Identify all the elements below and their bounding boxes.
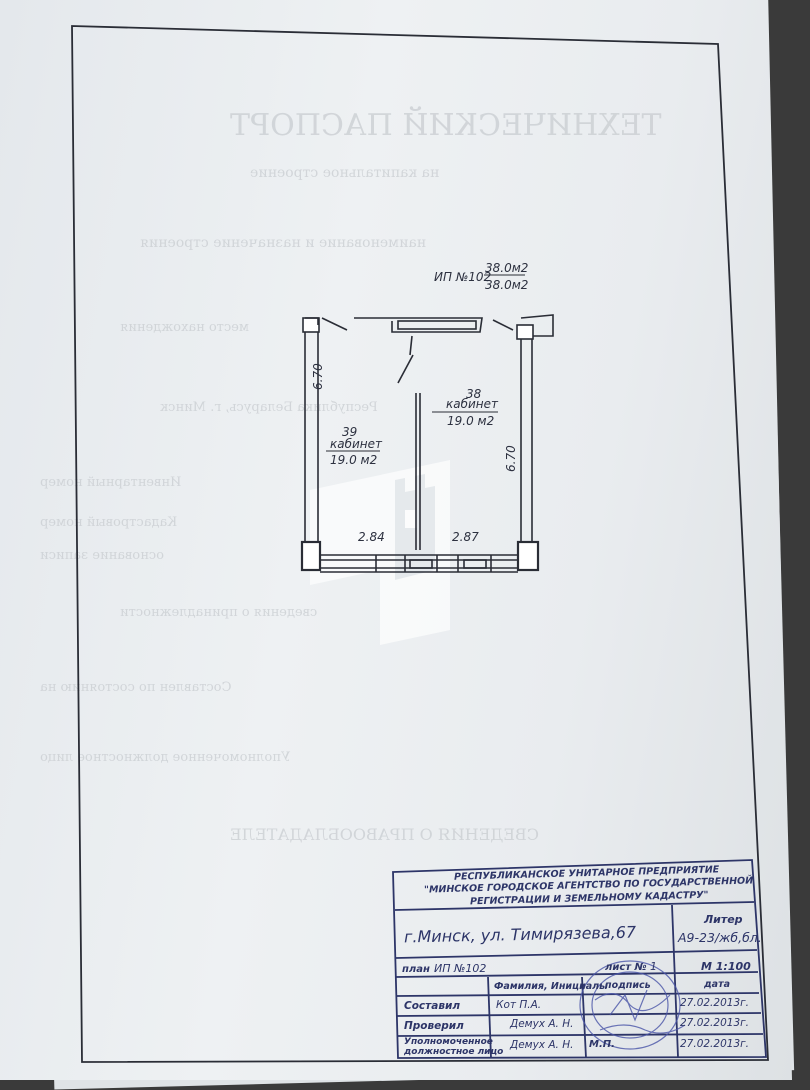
col-date-header: дата bbox=[704, 979, 730, 990]
room-38-name: кабинет bbox=[446, 397, 499, 411]
dim-bottom-left: 2.84 bbox=[358, 530, 385, 544]
sheet-frame bbox=[71, 25, 769, 1063]
row3-role-line1: Уполномоченное bbox=[404, 1037, 493, 1047]
dim-left: 6.70 bbox=[311, 363, 325, 390]
area-bottom: 38.0м2 bbox=[485, 278, 529, 292]
area-top: 38.0м2 bbox=[485, 261, 529, 275]
row2-role: Проверил bbox=[404, 1020, 464, 1032]
ip-label: ИП №102 bbox=[434, 270, 492, 284]
sheet-label: лист № bbox=[605, 962, 647, 973]
room-39-number: 39 bbox=[342, 425, 358, 439]
stamp bbox=[579, 960, 686, 1050]
liter-label: Литер bbox=[704, 913, 743, 926]
row3-role-line2: должностное лицо bbox=[404, 1047, 504, 1057]
room-39-area: 19.0 м2 bbox=[330, 453, 378, 467]
dim-bottom-right: 2.87 bbox=[452, 530, 479, 544]
row3-name: Демух А. Н. bbox=[510, 1039, 574, 1051]
row1-role: Составил bbox=[404, 1000, 461, 1012]
dim-right: 6.70 bbox=[504, 445, 518, 472]
row3-mp: М.П. bbox=[589, 1039, 615, 1050]
row1-name: Кот П.А. bbox=[496, 999, 542, 1011]
watermark-logo bbox=[310, 460, 450, 645]
plan-value: ИП №102 bbox=[434, 962, 487, 975]
row2-date: 27.02.2013г. bbox=[680, 1017, 749, 1029]
floor-plan bbox=[300, 274, 554, 573]
row3-date: 27.02.2013г. bbox=[680, 1038, 749, 1050]
plan-label: план bbox=[402, 964, 430, 975]
sheet-value: 1 bbox=[650, 960, 657, 973]
scale: М 1:100 bbox=[701, 960, 751, 973]
row2-name: Демух А. Н. bbox=[510, 1018, 574, 1030]
col-sign-header: подпись bbox=[605, 980, 651, 991]
title-block-lines bbox=[392, 859, 767, 1059]
row1-date: 27.02.2013г. bbox=[680, 997, 749, 1009]
room-38-area: 19.0 м2 bbox=[447, 414, 495, 428]
room-39-name: кабинет bbox=[330, 437, 383, 451]
liter-value: А9-23/жб,бл. bbox=[678, 930, 762, 945]
col-name-header: Фамилия, Инициалы bbox=[494, 981, 608, 992]
room-38-number: 38 bbox=[466, 387, 482, 401]
